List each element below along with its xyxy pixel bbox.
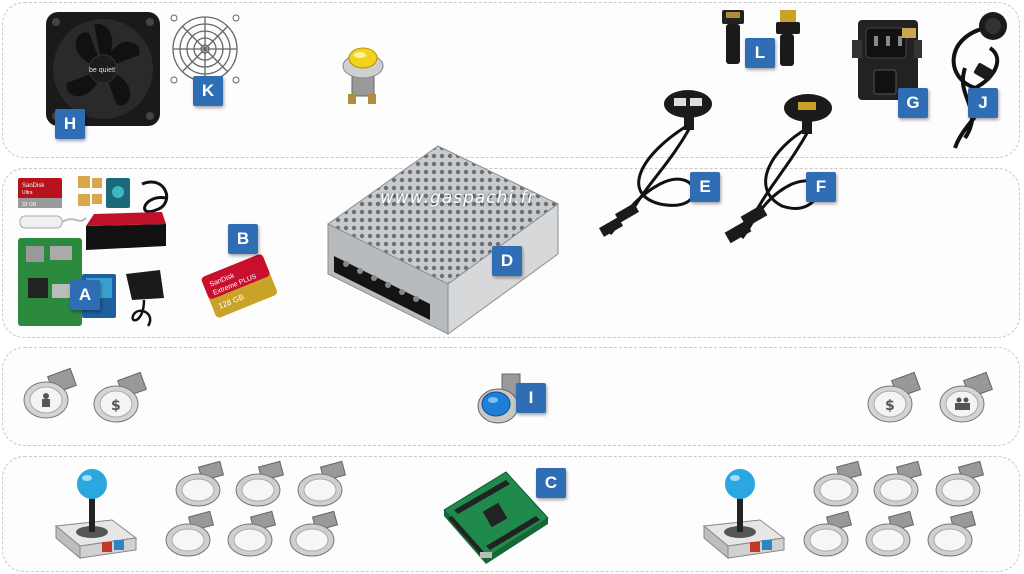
action-button-image (927, 510, 977, 557)
label-l: L (745, 38, 775, 68)
action-button-image (935, 460, 985, 507)
label-h: H (55, 109, 85, 139)
power-supply-image (327, 145, 559, 335)
joystick-left-image (54, 469, 138, 560)
action-button-image (873, 460, 923, 507)
hdmi-extension-image (722, 10, 800, 66)
fan-brand-text: be quiet! (89, 67, 116, 74)
label-d: D (492, 246, 522, 276)
usb-extension-cable-image (598, 90, 712, 237)
hdmi-extension-cable-image (724, 94, 832, 244)
sd-small-line-text: Ultra (22, 190, 33, 196)
action-button-image (289, 510, 339, 557)
coin-button-right-image: $ (867, 371, 921, 423)
label-c: C (536, 468, 566, 498)
case-fan-image: be quiet! (46, 12, 160, 126)
fan-grill-image (170, 14, 240, 84)
power-cable-image (951, 12, 1007, 149)
raspberry-pi-kit-image: SanDisk Ultra 32 GB (18, 176, 169, 327)
action-button-image (865, 510, 915, 557)
action-button-image (175, 460, 225, 507)
svg-text:$: $ (111, 398, 121, 414)
svg-text:$: $ (885, 398, 895, 414)
label-a: A (70, 280, 100, 310)
action-button-image (813, 460, 863, 507)
blue-hotkey-button-image (477, 373, 521, 424)
sd-small-size-text: 32 GB (22, 202, 37, 208)
label-i: I (516, 383, 546, 413)
label-j: J (968, 88, 998, 118)
action-button-image (165, 510, 215, 557)
start-button-image (23, 367, 77, 419)
action-button-image (235, 460, 285, 507)
joystick-right-image (702, 469, 786, 560)
action-button-image (803, 510, 853, 557)
power-inlet-switch-image (852, 20, 922, 100)
label-b: B (228, 224, 258, 254)
watermark-text: www.gaspachi.fr (380, 188, 536, 208)
action-button-image (227, 510, 277, 557)
panel-row-1 (2, 2, 1020, 158)
microsd-card-image: SanDisk Extreme PLUS 128 GB (201, 254, 278, 318)
yellow-push-button-image (342, 47, 384, 104)
action-button-image (297, 460, 347, 507)
sd-small-brand-text: SanDisk (22, 183, 45, 189)
label-e: E (690, 172, 720, 202)
coin-button-image: $ (93, 371, 147, 423)
start-button-right-image (939, 371, 993, 423)
label-g: G (898, 88, 928, 118)
usb-encoder-board-image (443, 471, 549, 564)
label-k: K (193, 76, 223, 106)
label-f: F (806, 172, 836, 202)
